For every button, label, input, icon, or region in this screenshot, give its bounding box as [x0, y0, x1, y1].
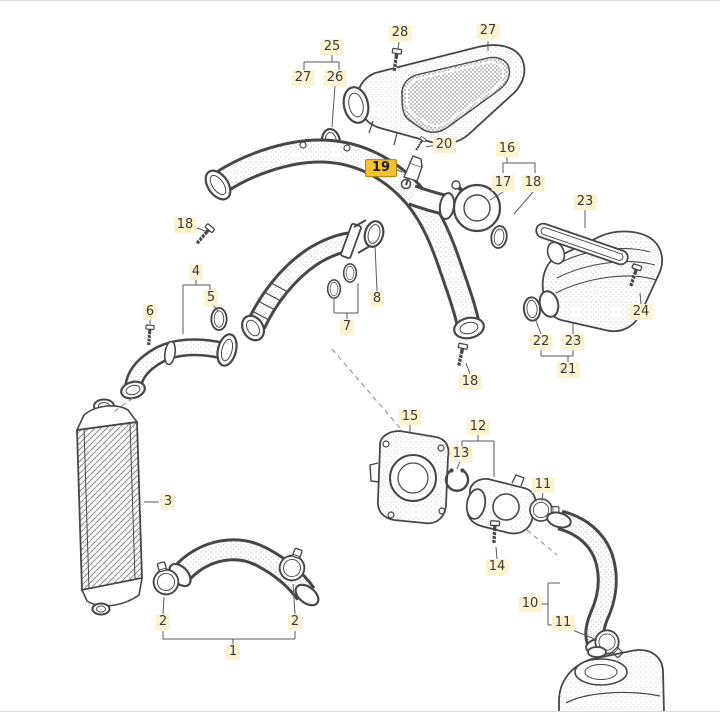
- bolt-18c-icon: [452, 341, 470, 369]
- oring-22-icon: [521, 295, 543, 323]
- seal-7b-icon: [342, 263, 358, 283]
- callout-4[interactable]: 4: [188, 264, 204, 280]
- part-pipe-lower: [240, 219, 371, 342]
- part-intake-bottom: [558, 646, 665, 711]
- part-gasket-strip: [535, 222, 629, 266]
- part-charge-pipe-main: [204, 138, 485, 340]
- part-flange: [451, 180, 502, 233]
- callout-8[interactable]: 8: [369, 291, 385, 307]
- callout-3[interactable]: 3: [160, 494, 176, 510]
- callout-2b[interactable]: 2: [287, 614, 303, 630]
- callout-18b[interactable]: 18: [521, 175, 545, 191]
- callout-5[interactable]: 5: [203, 290, 219, 306]
- bolt-6-icon: [143, 323, 156, 347]
- callout-23b[interactable]: 23: [561, 334, 585, 350]
- callout-25[interactable]: 25: [320, 39, 344, 55]
- callout-6[interactable]: 6: [142, 304, 158, 320]
- part-intercooler: [75, 398, 143, 616]
- oring-5-icon: [210, 307, 228, 331]
- bolt-18a-icon: [191, 221, 217, 248]
- callout-12[interactable]: 12: [466, 419, 490, 435]
- callout-28[interactable]: 28: [388, 25, 412, 41]
- callout-2a[interactable]: 2: [155, 614, 171, 630]
- callout-23a[interactable]: 23: [573, 194, 597, 210]
- callout-11b[interactable]: 11: [551, 615, 575, 631]
- oring-8-icon: [360, 218, 388, 250]
- dashed-guides: [111, 348, 558, 556]
- oring-17-icon: [488, 224, 510, 250]
- callout-27a[interactable]: 27: [476, 23, 500, 39]
- circlip-13-icon: [444, 467, 470, 492]
- callout-16[interactable]: 16: [495, 141, 519, 157]
- callout-21[interactable]: 21: [556, 362, 580, 378]
- callout-19-highlighted[interactable]: 19: [364, 159, 398, 177]
- bolt-14-icon: [487, 519, 502, 545]
- callout-7[interactable]: 7: [339, 319, 355, 335]
- callout-20[interactable]: 20: [432, 137, 456, 153]
- callout-11a[interactable]: 11: [531, 477, 555, 493]
- part-connector-hose: [120, 333, 238, 400]
- seal-7a-icon: [326, 279, 342, 299]
- callout-22[interactable]: 22: [529, 334, 553, 350]
- callout-1[interactable]: 1: [225, 644, 241, 660]
- callout-18c[interactable]: 18: [458, 374, 482, 390]
- callout-13[interactable]: 13: [449, 446, 473, 462]
- part-hose-right: [546, 509, 618, 655]
- part-throttle-body: [369, 430, 450, 525]
- callout-10[interactable]: 10: [518, 596, 542, 612]
- map-sensor-icon: [403, 155, 423, 186]
- callout-24[interactable]: 24: [629, 304, 653, 320]
- callout-27b[interactable]: 27: [291, 70, 315, 86]
- callout-26[interactable]: 26: [323, 70, 347, 86]
- callout-14[interactable]: 14: [485, 559, 509, 575]
- part-throttle-pipe: [465, 474, 537, 535]
- callout-17[interactable]: 17: [491, 175, 515, 191]
- callout-18a[interactable]: 18: [173, 217, 197, 233]
- callout-15[interactable]: 15: [398, 409, 422, 425]
